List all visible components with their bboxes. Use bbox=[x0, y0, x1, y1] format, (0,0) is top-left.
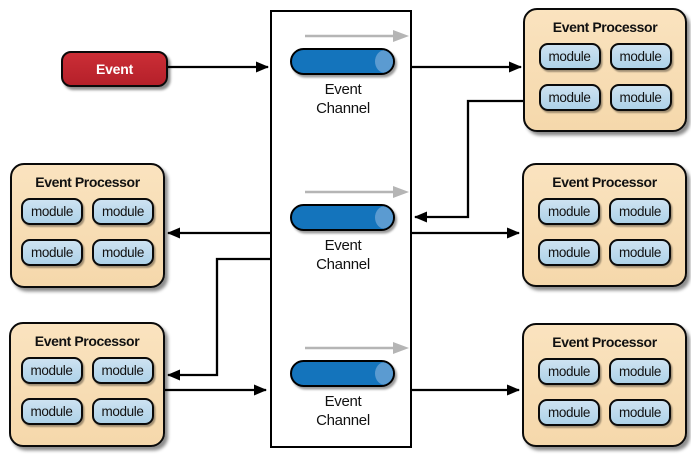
processor-middle-right: Event Processor module module module mod… bbox=[522, 163, 687, 287]
module-box: module bbox=[21, 198, 83, 225]
module-box: module bbox=[91, 398, 154, 425]
event-node-label: Event bbox=[95, 61, 134, 77]
module-grid: module module module module bbox=[21, 198, 154, 266]
module-box: module bbox=[538, 43, 601, 70]
channel-cylinder-icon bbox=[290, 204, 395, 231]
processor-top-right: Event Processor module module module mod… bbox=[523, 8, 687, 132]
event-channel-label: Event Channel bbox=[316, 237, 370, 273]
module-box: module bbox=[20, 398, 83, 425]
processor-bottom-left: Event Processor module module module mod… bbox=[9, 322, 165, 447]
module-box: module bbox=[538, 198, 600, 225]
processor-title: Event Processor bbox=[552, 19, 658, 35]
processor-title: Event Processor bbox=[552, 334, 657, 350]
module-box: module bbox=[609, 358, 671, 385]
processor-bottom-right: Event Processor module module module mod… bbox=[522, 323, 687, 447]
processor-title: Event Processor bbox=[552, 174, 657, 190]
event-channel-2: Event Channel bbox=[272, 184, 414, 314]
module-box: module bbox=[91, 357, 154, 384]
module-grid: module module module module bbox=[538, 43, 672, 111]
connector-processor-top-right-to-channel-2 bbox=[414, 99, 523, 223]
module-box: module bbox=[609, 399, 671, 426]
event-node: Event bbox=[61, 51, 168, 87]
event-channel-column: Event Channel Event Channel Event Channe… bbox=[270, 10, 412, 448]
processor-middle-left: Event Processor module module module mod… bbox=[10, 163, 165, 288]
flow-direction-icon bbox=[305, 30, 409, 42]
module-box: module bbox=[21, 239, 83, 266]
flow-direction-icon bbox=[305, 342, 409, 354]
module-box: module bbox=[92, 198, 154, 225]
event-channel-label: Event Channel bbox=[316, 81, 370, 117]
module-grid: module module module module bbox=[538, 198, 671, 266]
module-grid: module module module module bbox=[20, 357, 154, 425]
processor-title: Event Processor bbox=[34, 333, 140, 349]
module-box: module bbox=[20, 357, 83, 384]
module-box: module bbox=[92, 239, 154, 266]
module-box: module bbox=[538, 399, 600, 426]
event-channel-3: Event Channel bbox=[272, 340, 414, 463]
processor-title: Event Processor bbox=[35, 174, 140, 190]
channel-cylinder-icon bbox=[290, 360, 395, 387]
module-box: module bbox=[538, 84, 601, 111]
module-box: module bbox=[538, 239, 600, 266]
module-box: module bbox=[609, 84, 672, 111]
event-channel-1: Event Channel bbox=[272, 28, 414, 158]
module-box: module bbox=[538, 358, 600, 385]
event-channel-label: Event Channel bbox=[316, 393, 370, 429]
module-box: module bbox=[609, 239, 671, 266]
module-grid: module module module module bbox=[538, 358, 671, 426]
module-box: module bbox=[609, 43, 672, 70]
module-box: module bbox=[609, 198, 671, 225]
connector-channel-2-to-processor-bottom-left bbox=[167, 257, 270, 381]
channel-cylinder-icon bbox=[290, 48, 395, 75]
flow-direction-icon bbox=[305, 186, 409, 198]
